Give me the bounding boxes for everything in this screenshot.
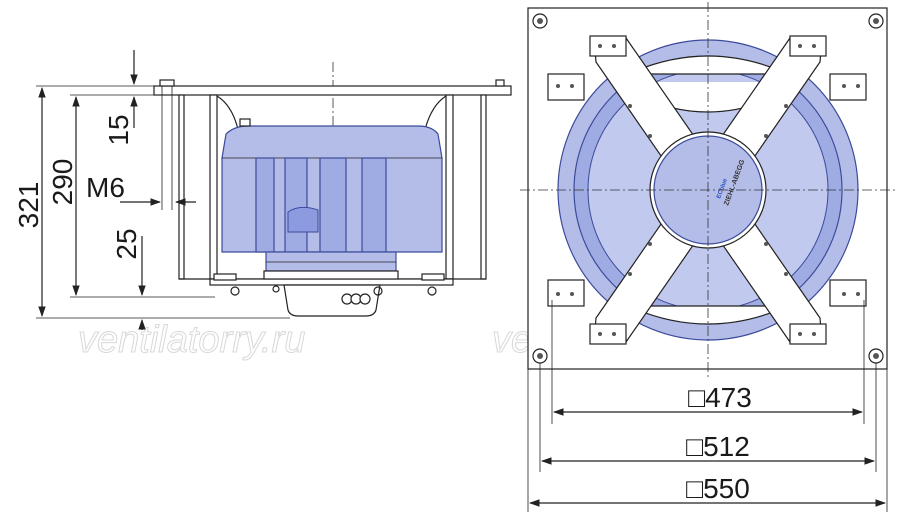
- side-base-plate: [209, 278, 454, 286]
- front-bracket-holes: [556, 44, 860, 336]
- front-bracket-tr-side: [829, 73, 867, 101]
- side-balance-weight: [239, 118, 251, 127]
- side-impeller-rib-1: [255, 157, 275, 253]
- side-motor-base: [265, 251, 397, 272]
- side-screw-1: [230, 286, 240, 296]
- front-bracket-tr-top: [789, 35, 827, 57]
- side-view: 321 290 15 M6 25: [13, 50, 512, 330]
- dim-label-473: □473: [688, 382, 752, 413]
- side-bolt-head-left: [159, 79, 175, 87]
- side-screw-3: [373, 286, 383, 296]
- side-frame-right-inner: [445, 94, 454, 280]
- side-foot-left: [213, 273, 237, 281]
- front-bracket-br-bottom: [789, 323, 827, 345]
- dim-label-15: 15: [103, 114, 134, 145]
- front-view: ZIEHL-ABEGG ECblue □473 □512 □550: [520, 2, 896, 512]
- dim-label-321: 321: [13, 182, 44, 229]
- side-bolt-head-right: [495, 79, 505, 87]
- side-mounting-plate: [153, 85, 512, 96]
- side-frame-left-inner: [209, 94, 218, 280]
- side-motor-flange: [263, 270, 399, 280]
- corner-hole-tl: [532, 13, 548, 29]
- dim-label-290: 290: [47, 159, 78, 206]
- dim-label-m6: M6: [86, 172, 125, 203]
- side-cable-gland-3: [359, 293, 371, 305]
- corner-hole-tr: [868, 13, 884, 29]
- side-terminal-box: [283, 284, 381, 317]
- side-foot-right: [421, 273, 445, 281]
- side-frame-right-outer: [480, 94, 487, 280]
- side-screw-2: [272, 285, 280, 293]
- side-impeller-window: [287, 206, 319, 233]
- side-impeller-rib-4: [361, 157, 387, 253]
- front-bracket-tl-side: [547, 73, 585, 101]
- side-screw-4: [427, 286, 437, 296]
- side-frame-left-outer: [178, 94, 185, 280]
- side-impeller-rib-3: [319, 157, 347, 253]
- watermark-left: ventilatorry.ru: [78, 319, 305, 361]
- front-bracket-br-side: [829, 279, 867, 307]
- dim-label-550: □550: [686, 473, 750, 504]
- dim-label-512: □512: [686, 431, 750, 462]
- side-impeller-rib-2: [284, 157, 308, 253]
- front-bracket-bl-bottom: [589, 323, 627, 345]
- front-bracket-tl-top: [589, 35, 627, 57]
- front-bracket-bl-side: [547, 279, 585, 307]
- dim-label-25: 25: [111, 228, 142, 259]
